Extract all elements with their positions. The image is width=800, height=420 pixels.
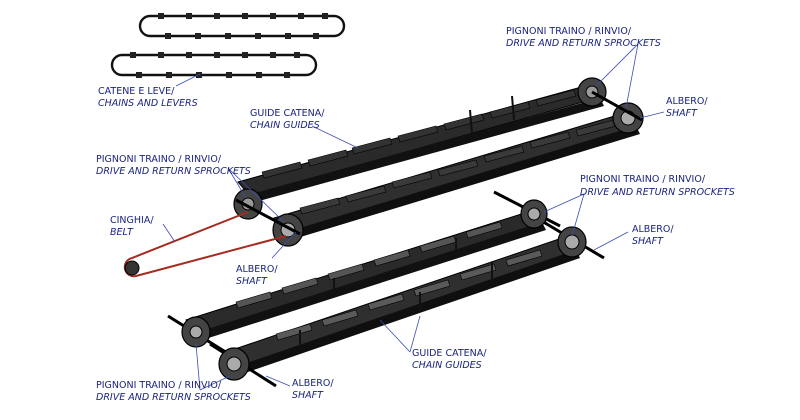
lower-left-sprockets: [167, 314, 277, 388]
lower-front-chain: [275, 249, 543, 341]
label-sprockets-top-right-en: DRIVE AND RETURN SPROCKETS: [506, 38, 661, 49]
label-chains-levers-it: CATENE E LEVE/: [98, 86, 175, 97]
belt: [123, 211, 287, 278]
label-shaft-bottom-en: SHAFT: [292, 390, 324, 401]
lower-back-chain: [235, 221, 503, 309]
label-belt: CINGHIA/ BELT: [110, 215, 154, 238]
label-sprockets-right-mid-en: DRIVE AND RETURN SPROCKETS: [580, 187, 735, 198]
label-guides-top-it: GUIDE CATENA/: [250, 108, 325, 119]
label-sprockets-bottom-left-it: PIGNONI TRAINO / RINVIO/: [96, 380, 222, 391]
label-sprockets-right-mid: PIGNONI TRAINO / RINVIO/ DRIVE AND RETUR…: [580, 174, 735, 198]
label-sprockets-bottom-left-en: DRIVE AND RETURN SPROCKETS: [96, 392, 251, 403]
upper-front-chain: [299, 119, 617, 215]
label-shaft-mid: ALBERO/ SHAFT: [236, 264, 278, 287]
label-guides-bottom-it: GUIDE CATENA/: [412, 348, 487, 359]
label-guides-bottom: GUIDE CATENA/ CHAIN GUIDES: [412, 348, 487, 371]
chain-loop-upper: [138, 13, 346, 39]
label-shaft-top-right: ALBERO/ SHAFT: [666, 96, 708, 119]
upper-back-chain: [261, 89, 577, 179]
label-chains-levers: CATENE E LEVE/ CHAINS AND LEVERS: [98, 86, 198, 109]
chain-loop-lower: [110, 52, 318, 78]
label-sprockets-left-upper-en: DRIVE AND RETURN SPROCKETS: [96, 166, 251, 177]
label-sprockets-left-upper-it: PIGNONI TRAINO / RINVIO/: [96, 154, 222, 165]
label-shaft-mid-en: SHAFT: [236, 276, 268, 287]
lower-conveyor: [167, 190, 605, 388]
label-guides-bottom-en: CHAIN GUIDES: [412, 360, 482, 371]
label-shaft-top-right-it: ALBERO/: [666, 96, 708, 107]
label-belt-en: BELT: [110, 227, 134, 238]
label-sprockets-top-right-it: PIGNONI TRAINO / RINVIO/: [506, 26, 632, 37]
label-chains-levers-en: CHAINS AND LEVERS: [98, 98, 198, 109]
label-shaft-right-mid: ALBERO/ SHAFT: [632, 224, 674, 247]
chain-loops: [110, 13, 346, 78]
label-guides-top-en: CHAIN GUIDES: [250, 120, 320, 131]
label-guides-top: GUIDE CATENA/ CHAIN GUIDES: [250, 108, 325, 131]
label-sprockets-right-mid-it: PIGNONI TRAINO / RINVIO/: [580, 174, 706, 185]
leader-lines: [162, 43, 665, 391]
lower-right-sprockets: [493, 190, 605, 260]
label-shaft-mid-it: ALBERO/: [236, 264, 278, 275]
label-shaft-right-mid-en: SHAFT: [632, 236, 664, 247]
upper-right-sprockets: [577, 77, 644, 134]
upper-conveyor: [233, 77, 644, 247]
label-sprockets-bottom-left: PIGNONI TRAINO / RINVIO/ DRIVE AND RETUR…: [96, 380, 251, 403]
label-belt-it: CINGHIA/: [110, 215, 154, 226]
label-sprockets-left-upper: PIGNONI TRAINO / RINVIO/ DRIVE AND RETUR…: [96, 154, 251, 177]
label-shaft-bottom: ALBERO/ SHAFT: [292, 378, 334, 401]
label-shaft-top-right-en: SHAFT: [666, 108, 698, 119]
label-sprockets-top-right: PIGNONI TRAINO / RINVIO/ DRIVE AND RETUR…: [506, 26, 661, 49]
label-shaft-right-mid-it: ALBERO/: [632, 224, 674, 235]
label-shaft-bottom-it: ALBERO/: [292, 378, 334, 389]
